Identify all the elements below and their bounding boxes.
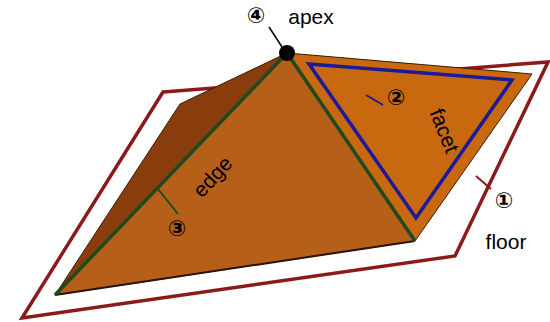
edge-line — [55, 53, 287, 295]
part-label: floor — [486, 231, 527, 252]
leader-line — [476, 176, 491, 189]
front-face — [55, 53, 415, 295]
leader-line — [158, 189, 178, 214]
leader-line — [366, 95, 383, 105]
facet-outline — [309, 64, 512, 218]
base-line — [55, 241, 415, 295]
apex-dot — [279, 45, 295, 61]
callout-number: ① — [495, 190, 514, 212]
leader-line — [269, 27, 282, 47]
callout-number: ③ — [168, 218, 187, 240]
callout-number: ② — [387, 87, 406, 109]
part-label: apex — [288, 6, 334, 27]
edge-line — [287, 53, 415, 241]
callout-number: ④ — [247, 5, 266, 27]
